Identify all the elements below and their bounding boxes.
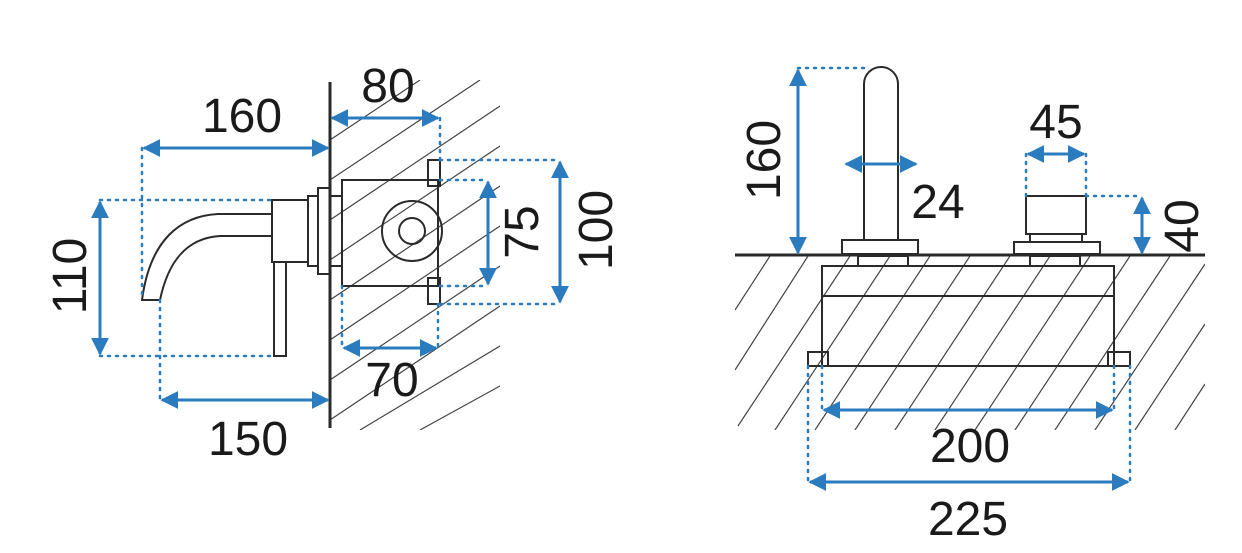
box-flange-left xyxy=(329,195,343,267)
front-handle-collar xyxy=(1029,233,1083,243)
dim-label-80: 80 xyxy=(361,60,414,113)
wall-plate xyxy=(307,195,319,267)
dim-label-40: 40 xyxy=(1156,199,1209,252)
spout xyxy=(140,213,272,301)
front-box-plate xyxy=(857,255,909,267)
box-cartridge-outer xyxy=(381,200,443,262)
front-box-ear-right xyxy=(1107,351,1131,367)
box-ear-top xyxy=(427,159,441,187)
spout-body xyxy=(271,199,309,263)
lever-handle xyxy=(273,261,287,357)
dim-label-110: 110 xyxy=(44,238,97,315)
dim-label-160-side: 160 xyxy=(202,90,282,143)
front-wall-hatching xyxy=(735,256,1205,430)
front-spout-base xyxy=(841,239,919,255)
front-view: 160 45 24 40 200 225 xyxy=(735,66,1209,546)
wall-plate-inner xyxy=(317,187,331,275)
dim-label-75: 75 xyxy=(496,205,549,258)
dim-label-100: 100 xyxy=(570,190,623,270)
dim-label-150: 150 xyxy=(208,413,288,466)
box-ear-bottom xyxy=(427,277,441,305)
dim-label-45: 45 xyxy=(1029,96,1082,149)
front-box-ear-left xyxy=(807,351,829,367)
dim-label-24: 24 xyxy=(911,176,964,229)
dim-label-225: 225 xyxy=(928,493,1008,546)
front-handle xyxy=(1025,195,1087,235)
concealed-box xyxy=(341,179,439,287)
dim-label-70: 70 xyxy=(365,354,418,407)
front-box xyxy=(821,265,1115,367)
dim-label-160-front: 160 xyxy=(738,120,791,200)
dim-label-200: 200 xyxy=(930,420,1010,473)
front-spout xyxy=(863,66,899,240)
front-box-plate-right xyxy=(1029,255,1081,267)
side-view: 160 80 110 75 100 70 150 xyxy=(44,60,623,466)
box-cartridge-inner xyxy=(398,217,426,245)
front-handle-base xyxy=(1013,241,1101,255)
